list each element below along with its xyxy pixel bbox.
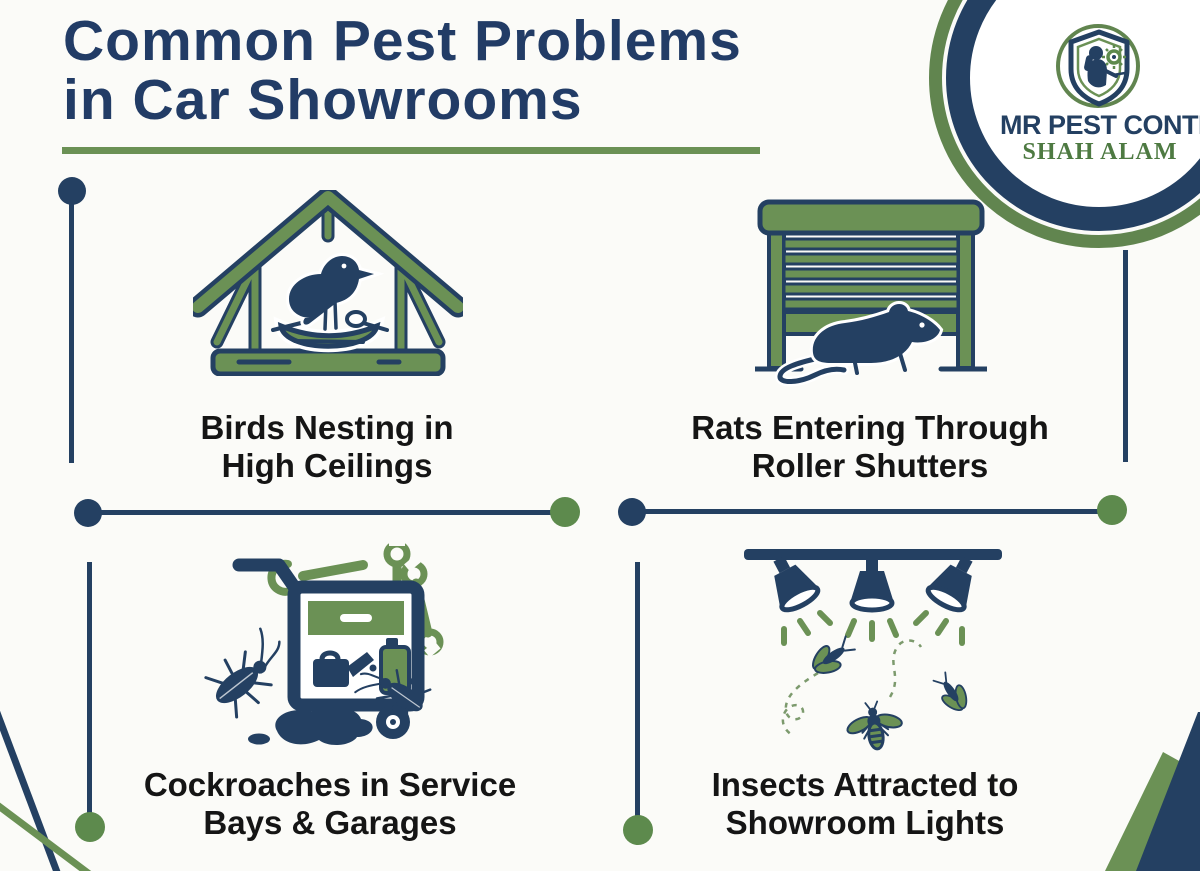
rat-roller-shutter-icon [755, 199, 987, 387]
shutter-slats [782, 237, 960, 311]
caption-line: Birds Nesting in [200, 409, 454, 446]
connector-dot [550, 497, 580, 527]
connector-dot [75, 812, 105, 842]
corner-triangle-navy [1136, 712, 1200, 871]
egg-icon [345, 310, 367, 328]
cart-handle [232, 558, 304, 598]
pest-control-shield-icon [1068, 29, 1130, 107]
caption-line: Roller Shutters [751, 446, 989, 484]
caption-line: Cockroaches in Service [143, 766, 517, 803]
caption-birds: Birds Nesting in High Ceilings [132, 409, 522, 484]
logo-location: SHAH ALAM [1022, 139, 1178, 165]
title-line-2: in Car Showrooms [63, 68, 583, 133]
connector-dot [1097, 495, 1127, 525]
caption-line: High Ceilings [221, 446, 433, 484]
light-track [744, 549, 1002, 560]
gear-icon [1102, 45, 1126, 69]
connector-line-vertical [635, 562, 640, 817]
caption-line: Insects Attracted to [711, 766, 1019, 803]
oil-puddle [275, 707, 373, 746]
cockroach-icon [354, 668, 432, 725]
insects-showroom-lights-icon [744, 549, 1002, 751]
moth-icon [932, 671, 968, 711]
caption-line: Bays & Garages [203, 803, 457, 841]
birds-nesting-roof-icon [193, 190, 463, 376]
title-line-1: Common Pest Problems [63, 9, 742, 73]
caption-line: Rats Entering Through [691, 409, 1049, 446]
wrench-notches [389, 537, 441, 658]
page-title: Common Pest Problems in Car Showrooms [63, 9, 742, 133]
logo-brand-name: MR PEST CONTROL [1000, 110, 1200, 140]
corner-line-green [0, 802, 92, 871]
corner-line-navy [0, 710, 61, 871]
rat-icon [775, 301, 944, 387]
title-underline [62, 147, 760, 154]
corner-stripe-green [1105, 752, 1181, 871]
caption-line: Showroom Lights [725, 803, 1005, 841]
bee-icon [846, 700, 903, 751]
connector-line-vertical [87, 562, 92, 814]
oil-can-icon [313, 650, 377, 687]
connector-dot [623, 815, 653, 845]
nest-icon [271, 316, 389, 353]
light-rays [781, 610, 965, 646]
connector-line-horizontal [88, 510, 565, 515]
spotlight-icon [773, 556, 973, 613]
cockroach-icon [204, 627, 281, 719]
connector-line-vertical [1123, 250, 1128, 462]
cockroaches-service-cart-icon [204, 537, 444, 746]
caption-cockroaches: Cockroaches in Service Bays & Garages [135, 766, 525, 841]
connector-line-vertical [69, 198, 74, 463]
caption-insects: Insects Attracted to Showroom Lights [670, 766, 1060, 841]
bird-icon [285, 252, 385, 331]
flight-trails [781, 639, 923, 738]
technician-figure [1084, 46, 1127, 88]
connector-line-horizontal [632, 509, 1112, 514]
caption-rats: Rats Entering Through Roller Shutters [675, 409, 1065, 484]
moth-icon [812, 635, 856, 674]
